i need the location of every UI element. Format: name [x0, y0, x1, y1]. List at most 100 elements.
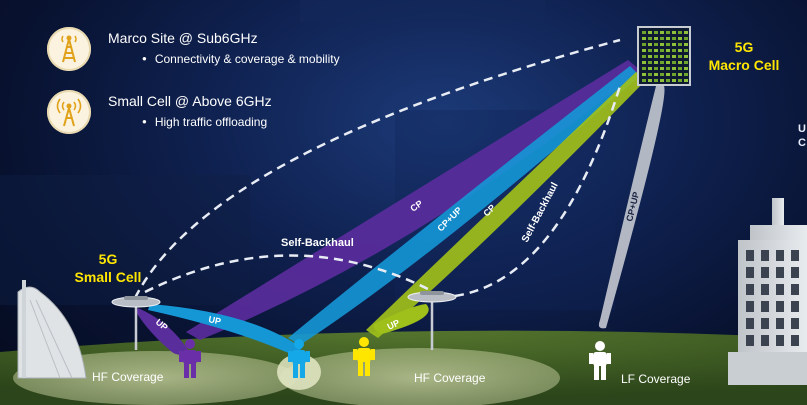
antenna-element — [642, 67, 646, 70]
building-window — [791, 301, 799, 312]
user-white — [589, 341, 611, 380]
building-window — [761, 318, 769, 329]
self-backhaul-link-top — [133, 38, 621, 299]
antenna-element — [660, 43, 664, 46]
cell-tower-icon — [47, 27, 91, 71]
building-window — [791, 250, 799, 261]
beam-macro-purple — [186, 60, 640, 340]
beam-label-up-green: UP — [386, 317, 402, 331]
building-window — [746, 267, 754, 278]
building-window — [761, 250, 769, 261]
building-window — [761, 335, 769, 346]
antenna-element — [684, 43, 688, 46]
edge-text-fragment: U C — [798, 122, 806, 150]
building-window — [791, 335, 799, 346]
macro-cell-label: 5G Macro Cell — [694, 38, 794, 74]
building-window — [746, 250, 754, 261]
antenna-element — [654, 31, 658, 34]
antenna-element — [684, 37, 688, 40]
building-window — [791, 267, 799, 278]
antenna-element — [648, 61, 652, 64]
antenna-element — [684, 73, 688, 76]
antenna-element — [642, 79, 646, 82]
beam-macro-gray — [598, 86, 665, 329]
beam-small-blue — [148, 304, 302, 354]
antenna-element — [660, 49, 664, 52]
lf-coverage-label: LF Coverage — [621, 372, 691, 386]
user-blue — [288, 339, 310, 378]
building-window — [791, 318, 799, 329]
building-window — [776, 301, 784, 312]
macro-cell-label-line2: Macro Cell — [708, 57, 780, 73]
edge-text-line1: U — [798, 123, 806, 135]
antenna-element — [648, 49, 652, 52]
antenna-element — [684, 67, 688, 70]
legend-small-title: Small Cell @ Above 6GHz — [108, 93, 272, 109]
legend-macro-title: Marco Site @ Sub6GHz — [108, 30, 258, 46]
small-cell-right — [407, 291, 457, 350]
antenna-element — [666, 43, 670, 46]
building-window — [761, 284, 769, 295]
antenna-element — [684, 55, 688, 58]
antenna-element — [672, 55, 676, 58]
antenna-element — [678, 43, 682, 46]
overlap-coverage-area — [277, 354, 321, 390]
bg-panel — [300, 0, 545, 22]
antenna-element — [684, 79, 688, 82]
beam-macro-green — [366, 72, 646, 338]
antenna-element — [654, 61, 658, 64]
building-window — [746, 318, 754, 329]
legend-small-bullet: High traffic offloading — [142, 114, 272, 132]
small-cell-left — [111, 296, 161, 350]
antenna-element — [654, 67, 658, 70]
antenna-element — [672, 43, 676, 46]
legend-small-cell: Small Cell @ Above 6GHz High traffic off… — [47, 90, 272, 134]
antenna-element — [672, 37, 676, 40]
legend-macro-bullet: Connectivity & coverage & mobility — [142, 51, 340, 69]
antenna-element — [666, 37, 670, 40]
antenna-element — [672, 73, 676, 76]
antenna-element — [666, 73, 670, 76]
hf-coverage-area-right — [280, 348, 560, 405]
antenna-element — [642, 43, 646, 46]
beam-macro-blue — [288, 66, 640, 345]
antenna-element — [648, 67, 652, 70]
building-window — [776, 284, 784, 295]
user-yellow — [353, 337, 375, 376]
antenna-element — [660, 79, 664, 82]
antenna-element — [666, 55, 670, 58]
antenna-element — [648, 31, 652, 34]
antenna-element — [654, 43, 658, 46]
self-backhaul-label-left: Self-Backhaul — [281, 237, 354, 249]
antenna-element — [678, 79, 682, 82]
antenna-element — [666, 31, 670, 34]
antenna-element — [660, 31, 664, 34]
antenna-array-grid — [642, 31, 688, 82]
antenna-element — [678, 67, 682, 70]
landmark-tower — [17, 280, 87, 379]
antenna-element — [684, 49, 688, 52]
antenna-element — [660, 37, 664, 40]
small-cell-label-line2: Small Cell — [74, 269, 142, 285]
antenna-element — [678, 55, 682, 58]
beam-small-green — [373, 304, 429, 334]
antenna-element — [642, 61, 646, 64]
beam-label-up-blue: UP — [208, 314, 222, 326]
antenna-element — [684, 31, 688, 34]
antenna-element — [672, 61, 676, 64]
user-purple — [179, 339, 201, 378]
antenna-element — [672, 31, 676, 34]
antenna-element — [654, 79, 658, 82]
antenna-element — [678, 37, 682, 40]
antenna-element — [666, 67, 670, 70]
antenna-element — [660, 67, 664, 70]
building-window — [776, 335, 784, 346]
antenna-element — [642, 31, 646, 34]
antenna-element — [660, 61, 664, 64]
building-window — [746, 284, 754, 295]
antenna-element — [684, 61, 688, 64]
building-window — [761, 267, 769, 278]
self-backhaul-link-right — [454, 85, 622, 298]
antenna-element — [648, 73, 652, 76]
